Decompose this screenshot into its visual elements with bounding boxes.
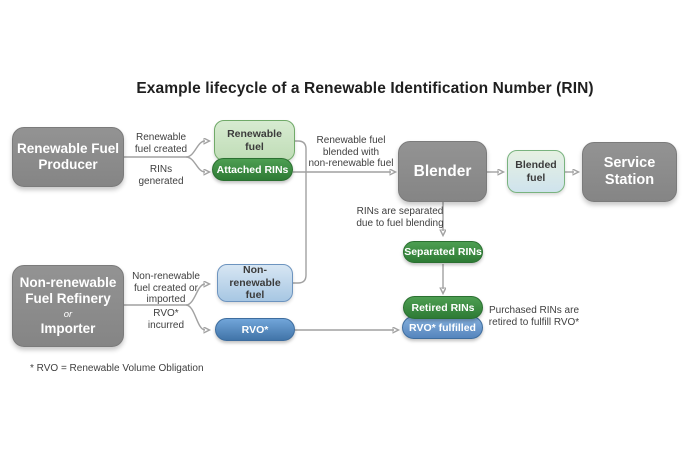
label-rvo-incurred: RVO* incurred	[147, 308, 185, 331]
node-label: Renewable Fuel Producer	[16, 140, 120, 172]
line-fuel-merge	[293, 140, 307, 284]
label-non-renewable-created: Non-renewable fuel created or imported	[132, 271, 200, 306]
node-label: RVO*	[241, 323, 269, 336]
arrow-to-rvo	[185, 304, 205, 330]
arrow-to-attached-rins	[185, 156, 205, 172]
node-label: Separated RINs	[404, 246, 482, 258]
label-renewable-fuel-created: Renewable fuel created	[134, 132, 188, 155]
label-rins-separated: RINs are separated due to fuel blending	[356, 206, 444, 229]
node-rvo-fulfilled: RVO* fulfilled	[402, 316, 483, 339]
node-separated-rins: Separated RINs	[403, 241, 483, 263]
node-label: Service Station	[603, 154, 656, 188]
node-service-station: Service Station	[582, 142, 677, 202]
node-label: Non-renewable Fuel Refinery	[19, 274, 117, 307]
node-label: Attached RINs	[216, 163, 289, 176]
node-non-renewable-fuel: Non-renewable fuel	[217, 264, 293, 302]
node-renewable-fuel-producer: Renewable Fuel Producer	[12, 127, 124, 187]
label-blended-with: Renewable fuel blended with non-renewabl…	[308, 135, 394, 170]
node-label: Renewable fuel	[227, 127, 282, 153]
node-label: Non-renewable fuel	[229, 264, 281, 302]
node-label: Blender	[413, 162, 472, 180]
node-renewable-fuel: Renewable fuel	[214, 120, 295, 161]
diagram-title: Example lifecycle of a Renewable Identif…	[136, 80, 594, 97]
node-blender: Blender	[398, 141, 487, 202]
node-label: Retired RINs	[411, 301, 475, 314]
label-purchased-rins: Purchased RINs are retired to fulfill RV…	[488, 305, 580, 328]
node-label: Blended fuel	[515, 158, 557, 184]
arrow-to-renewable-fuel	[185, 141, 205, 158]
arrow-to-non-renewable-fuel	[185, 284, 205, 306]
node-non-renewable-fuel-refinery: Non-renewable Fuel Refinery or Importer	[12, 265, 124, 347]
node-label-importer: Importer	[40, 320, 96, 336]
node-label-or: or	[63, 308, 73, 320]
label-rins-generated: RINs generated	[138, 164, 184, 187]
footnote: * RVO = Renewable Volume Obligation	[30, 363, 204, 374]
node-retired-rins: Retired RINs	[403, 296, 483, 319]
node-rvo: RVO*	[215, 318, 295, 341]
node-blended-fuel: Blended fuel	[507, 150, 565, 193]
node-attached-rins: Attached RINs	[212, 158, 293, 181]
node-label: RVO* fulfilled	[409, 321, 476, 334]
